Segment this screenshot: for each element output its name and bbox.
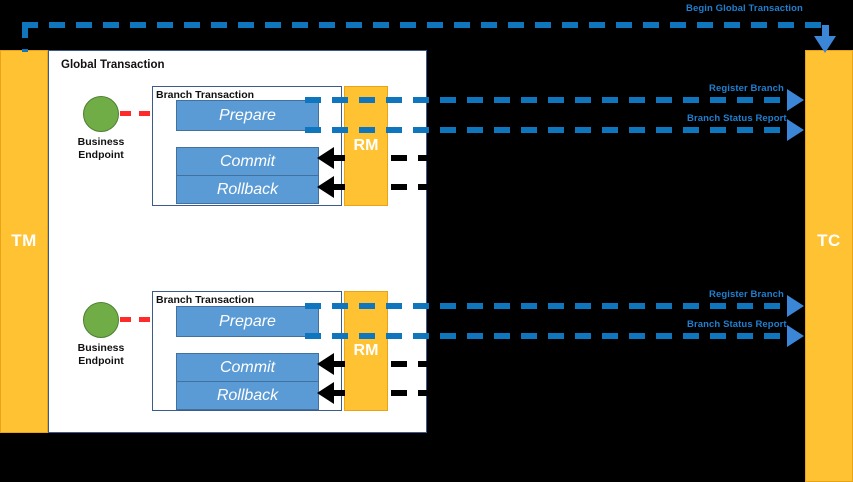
register-branch-arrowhead-2 bbox=[787, 295, 804, 317]
begin-global-transaction-arrowhead bbox=[814, 36, 836, 53]
actor-label-tc: TC bbox=[817, 231, 841, 250]
flow-label-branch-status-report-2: Branch Status Report bbox=[687, 319, 787, 330]
actor-column-tc: TC bbox=[805, 50, 853, 482]
register-branch-arrowhead-1 bbox=[787, 89, 804, 111]
action-box-prepare-2[interactable]: Prepare bbox=[176, 306, 319, 337]
business-endpoint-label-line2: Endpoint bbox=[78, 355, 124, 367]
begin-global-transaction-arrow-stem bbox=[822, 25, 829, 41]
branch-status-report-arrowhead-1 bbox=[787, 119, 804, 141]
action-box-commit-2[interactable]: Commit bbox=[176, 353, 319, 382]
commit-inbound-stem-2 bbox=[333, 361, 345, 367]
business-endpoint-circle-2 bbox=[83, 302, 119, 338]
branch-status-report-line-1 bbox=[305, 127, 789, 133]
flow-label-register-branch-2: Register Branch bbox=[709, 289, 784, 300]
commit-inbound-stem-1 bbox=[333, 155, 345, 161]
flow-label-register-branch-1: Register Branch bbox=[709, 83, 784, 94]
rollback-inbound-line-1 bbox=[391, 184, 431, 190]
action-box-prepare-1[interactable]: Prepare bbox=[176, 100, 319, 131]
resource-manager-box-1[interactable]: RM bbox=[344, 86, 388, 206]
begin-global-transaction-line bbox=[22, 22, 826, 28]
action-box-rollback-1[interactable]: Rollback bbox=[176, 175, 319, 204]
branch-status-report-arrowhead-2 bbox=[787, 325, 804, 347]
business-endpoint-label-line1: Business bbox=[77, 136, 125, 148]
business-endpoint-label-line2: Endpoint bbox=[78, 149, 124, 161]
business-endpoint-label-line1: Business bbox=[77, 342, 125, 354]
commit-inbound-line-2 bbox=[391, 361, 431, 367]
branch-status-report-line-2 bbox=[305, 333, 789, 339]
rollback-inbound-line-2 bbox=[391, 390, 431, 396]
action-box-rollback-2[interactable]: Rollback bbox=[176, 381, 319, 410]
register-branch-line-1 bbox=[305, 97, 789, 103]
rollback-inbound-arrowhead-1 bbox=[317, 176, 334, 198]
branch-transaction-title-1: Branch Transaction bbox=[156, 89, 255, 101]
actor-label-tm: TM bbox=[11, 231, 37, 250]
actor-column-tm: TM bbox=[0, 50, 48, 433]
commit-inbound-arrowhead-2 bbox=[317, 353, 334, 375]
business-endpoint-label-1: Business Endpoint bbox=[62, 136, 140, 162]
rollback-inbound-arrowhead-2 bbox=[317, 382, 334, 404]
endpoint-to-prepare-line-1 bbox=[120, 111, 160, 116]
endpoint-to-prepare-line-2 bbox=[120, 317, 160, 322]
rollback-inbound-stem-2 bbox=[333, 390, 345, 396]
begin-global-transaction-vertical-line bbox=[22, 22, 28, 52]
commit-inbound-line-1 bbox=[391, 155, 431, 161]
resource-manager-box-2[interactable]: RM bbox=[344, 291, 388, 411]
rollback-inbound-stem-1 bbox=[333, 184, 345, 190]
branch-transaction-title-2: Branch Transaction bbox=[156, 294, 255, 306]
flow-label-begin-global-transaction: Begin Global Transaction bbox=[686, 3, 803, 14]
flow-label-branch-status-report-1: Branch Status Report bbox=[687, 113, 787, 124]
business-endpoint-label-2: Business Endpoint bbox=[62, 342, 140, 368]
business-endpoint-circle-1 bbox=[83, 96, 119, 132]
action-box-commit-1[interactable]: Commit bbox=[176, 147, 319, 176]
global-transaction-title: Global Transaction bbox=[61, 59, 165, 71]
register-branch-line-2 bbox=[305, 303, 789, 309]
commit-inbound-arrowhead-1 bbox=[317, 147, 334, 169]
